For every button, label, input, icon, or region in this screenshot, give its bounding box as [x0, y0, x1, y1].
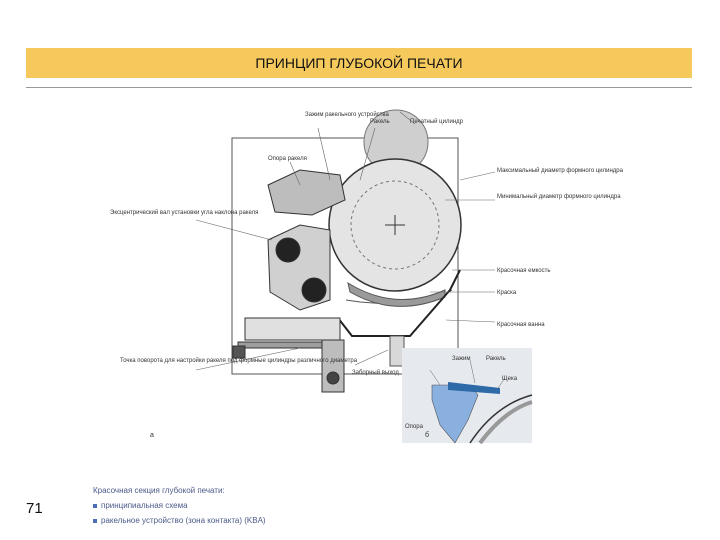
label-drain-valve: Заборный выход	[352, 369, 399, 376]
label-blade-support: Опора ракеля	[268, 156, 307, 162]
leader-lines	[195, 111, 496, 371]
page-number: 71	[26, 500, 43, 517]
label-doctor-blade-zone: Зажим ракельного устройства	[305, 111, 390, 118]
label-max-diameter: Максимальный диаметр формного цилиндра	[497, 167, 624, 174]
label-ink: Краска	[497, 290, 517, 296]
label-blade-adjust: Эксцентрический вал установки угла накло…	[110, 209, 258, 216]
caption-item-a: принципиальная схема	[93, 498, 266, 513]
doctor-blade-assembly	[232, 169, 346, 393]
inset-label-support: Опора	[405, 424, 424, 430]
caption-title: Красочная секция глубокой печати:	[93, 486, 225, 495]
caption-item-b: ракельное устройство (зона контакта) (KB…	[93, 513, 266, 528]
label-adjust-point: Точка поворота для настройки ракеля под …	[120, 357, 358, 364]
blade-contact-inset: Зажим Ракель Щека Опора б	[402, 348, 533, 445]
label-fig-a: a	[150, 432, 154, 439]
label-ink-fountain: Красочная емкость	[497, 268, 551, 274]
label-impression-cylinder: Печатный цилиндр	[410, 118, 464, 125]
divider	[26, 87, 692, 88]
inset-label-blade: Ракель	[486, 356, 506, 362]
inset-label-clamp: Зажим	[452, 356, 470, 362]
form-cylinder	[328, 158, 462, 292]
label-min-diameter: Минимальный диаметр формного цилиндра	[497, 193, 621, 200]
label-doctor-blade: Ракель	[370, 119, 390, 125]
label-ink-trough: Красочная ванна	[497, 322, 545, 328]
slide-title: ПРИНЦИП ГЛУБОКОЙ ПЕЧАТИ	[26, 48, 692, 78]
inset-label-gap: Щека	[502, 376, 518, 382]
label-fig-b: б	[425, 431, 429, 439]
machine-frame	[231, 137, 459, 375]
figure-caption: Красочная секция глубокой печати: принци…	[93, 483, 266, 528]
